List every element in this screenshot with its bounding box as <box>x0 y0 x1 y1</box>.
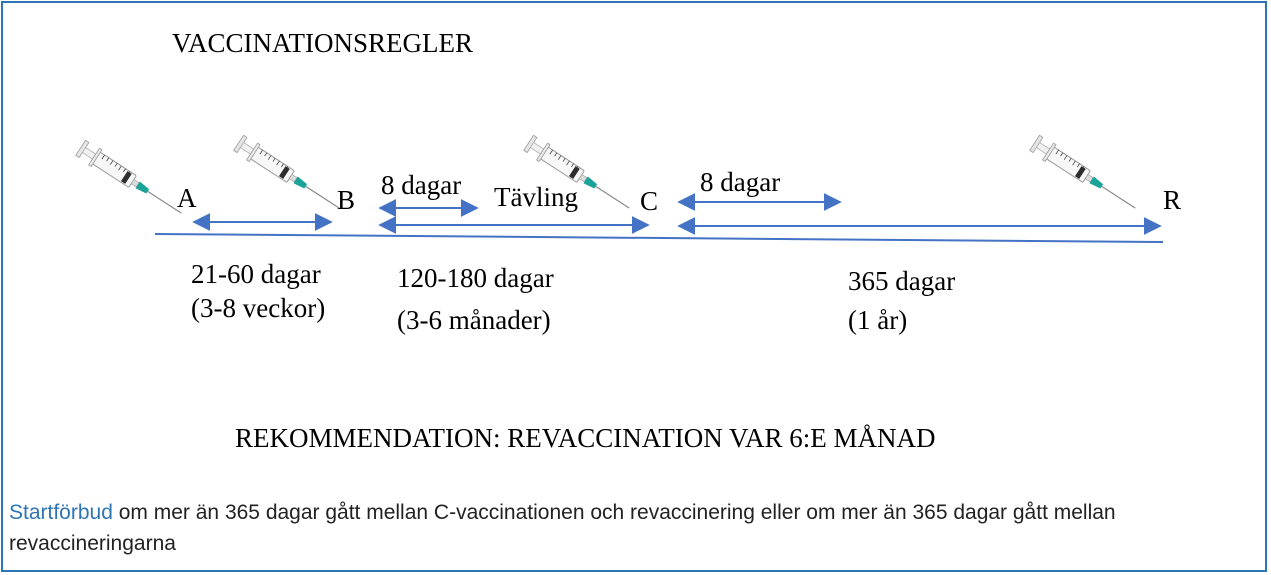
footnote-paragraph: Startförbud om mer än 365 dagar gått mel… <box>9 497 1259 559</box>
point-label-a: A <box>177 183 197 213</box>
timeline-line <box>154 233 1164 243</box>
diagram-title: VACCINATIONSREGLER <box>172 28 474 58</box>
interval-bc-days: 120-180 dagar <box>397 263 554 293</box>
after-b-days-label: 8 dagar <box>381 170 462 200</box>
interval-ab-days: 21-60 dagar <box>191 259 321 289</box>
syringe-icon <box>232 133 346 218</box>
interval-cr-note: (1 år) <box>848 305 908 335</box>
point-label-c: C <box>640 186 659 216</box>
syringe-icon <box>1028 133 1142 218</box>
syringe-icon <box>74 138 188 223</box>
point-label-b: B <box>337 185 356 215</box>
point-label-r: R <box>1163 185 1182 215</box>
footnote-text: om mer än 365 dagar gått mellan C-vaccin… <box>9 501 1116 555</box>
recommendation-text: REKOMMENDATION: REVACCINATION VAR 6:E MÅ… <box>235 423 936 453</box>
footnote-highlight: Startförbud <box>9 501 113 524</box>
interval-cr-days: 365 dagar <box>848 266 956 296</box>
interval-ab-note: (3-8 veckor) <box>191 293 326 323</box>
interval-bc-note: (3-6 månader) <box>397 305 551 335</box>
after-c-days-label: 8 dagar <box>700 167 781 197</box>
competition-label: Tävling <box>494 182 578 212</box>
